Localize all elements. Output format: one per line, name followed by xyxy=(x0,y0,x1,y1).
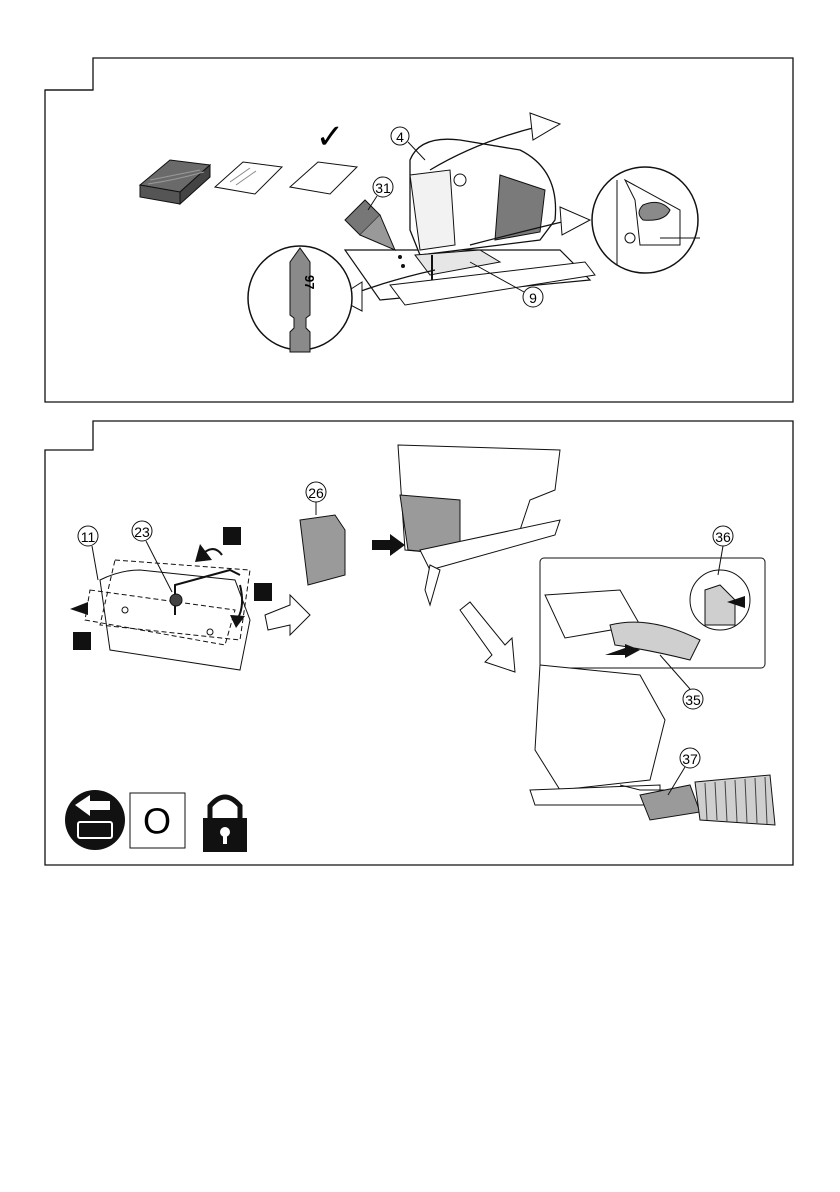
check-icon: ✓ xyxy=(316,118,345,156)
step-marker-2 xyxy=(254,583,272,601)
plastic-sheet-icon xyxy=(290,162,357,194)
jigsaw-hose-icon xyxy=(530,665,665,805)
svg-text:26: 26 xyxy=(308,485,324,501)
svg-text:36: 36 xyxy=(715,529,731,545)
svg-text:9: 9 xyxy=(529,290,537,306)
wood-board-icon xyxy=(140,160,210,204)
figure-panel-bottom: 11 23 26 36 35 xyxy=(0,410,840,870)
svg-text:23: 23 xyxy=(134,524,150,540)
outline-arrow-down xyxy=(460,602,515,672)
jigsaw-front-icon xyxy=(398,445,560,605)
step-marker-3 xyxy=(73,632,91,650)
switch-off-symbol: O xyxy=(143,801,171,842)
arrow-left xyxy=(70,602,88,615)
jigsaw-icon xyxy=(410,139,556,280)
svg-text:4: 4 xyxy=(396,129,404,145)
oil-bottle-icon xyxy=(345,200,405,268)
callout-11: 11 xyxy=(78,526,98,580)
svg-text:35: 35 xyxy=(685,692,701,708)
metal-sheet-icon xyxy=(215,162,282,194)
lever-detail-icon xyxy=(592,167,700,273)
step-marker-1 xyxy=(223,527,241,545)
callout-26: 26 xyxy=(306,482,326,515)
remove-battery-icon xyxy=(65,790,125,850)
svg-text:37: 37 xyxy=(682,751,698,767)
svg-text:11: 11 xyxy=(81,529,96,545)
chip-guard-icon xyxy=(300,515,345,585)
lock-icon xyxy=(203,797,247,852)
figure-panel-top: ✓ 4 31 9 97 xyxy=(0,0,840,410)
callout-31: 31 xyxy=(368,177,393,210)
blade-detail-icon: 97 xyxy=(248,246,352,352)
base-plate-icon xyxy=(85,560,250,670)
svg-text:31: 31 xyxy=(375,180,391,196)
svg-text:97: 97 xyxy=(302,275,317,289)
callout-4: 4 xyxy=(391,127,425,160)
vacuum-hose-icon xyxy=(640,775,775,825)
